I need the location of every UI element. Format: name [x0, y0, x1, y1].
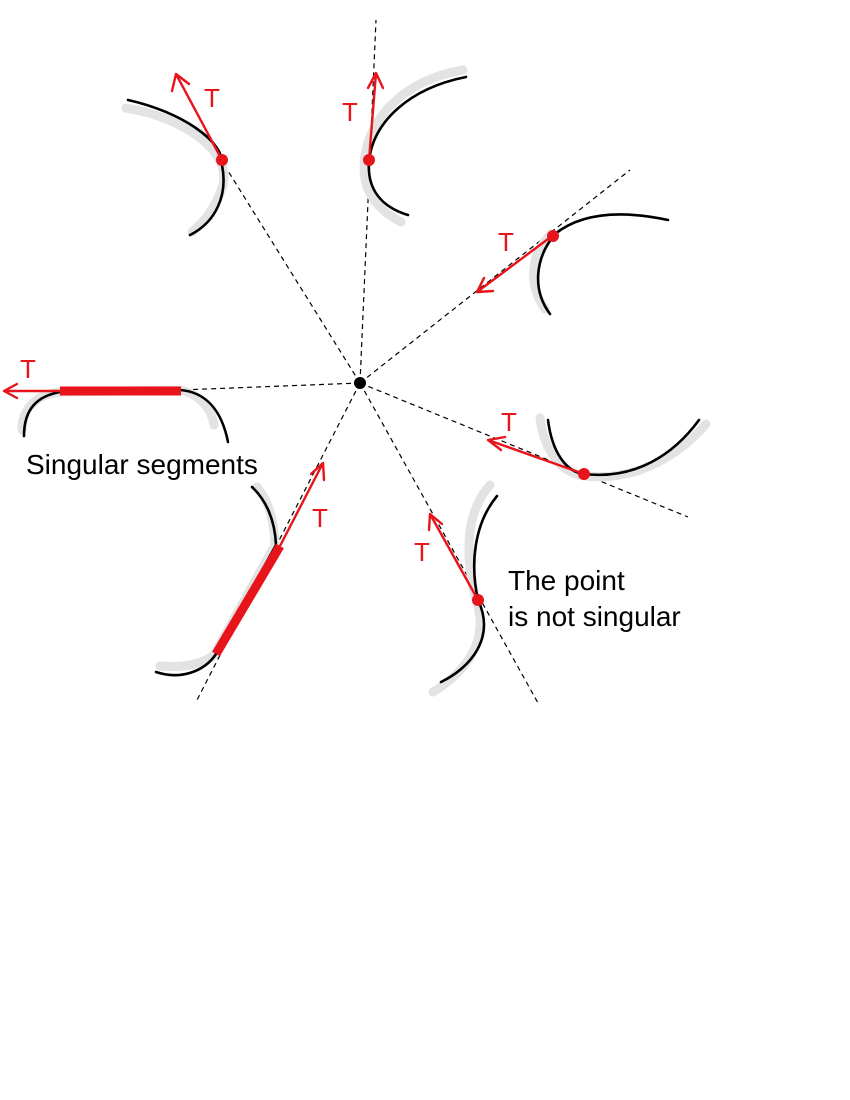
- tangency-point-lower-right: [578, 468, 590, 480]
- tangent-arrow-bottom: [427, 512, 480, 601]
- singular-segments-label: Singular segments: [26, 449, 258, 480]
- tangent-arrow-upper-right: [475, 235, 553, 294]
- ray-lower-right: [359, 382, 689, 518]
- tangent-label-lower-right: T: [501, 407, 517, 437]
- shade-bottom: [428, 480, 495, 697]
- tangency-point-top-left: [216, 154, 228, 166]
- tangent-vectors: [2, 71, 585, 601]
- tangency-point-upper-right: [547, 230, 559, 242]
- tangent-label-top: T: [342, 97, 358, 127]
- ray-top: [359, 19, 377, 384]
- ray-bottom: [359, 382, 539, 704]
- tangent-label-top-left: T: [204, 83, 220, 113]
- curve-top: [367, 75, 468, 217]
- tangent-label-left: T: [20, 354, 36, 384]
- singular-segment-bottom-left: [212, 543, 284, 657]
- singular-segments: [60, 386, 284, 657]
- curve-lower-right: [546, 418, 701, 477]
- ray-top-left: [214, 149, 361, 384]
- tangency-point-bottom: [472, 594, 484, 606]
- ray-upper-right: [359, 169, 631, 384]
- curve-upper-right: [536, 213, 670, 316]
- shade-lower-right: [535, 413, 711, 482]
- tangent-arrow-bottom-left: [278, 461, 326, 547]
- tangent-arrow-left: [2, 382, 60, 400]
- not-singular-label-line2: is not singular: [508, 601, 681, 632]
- tangency-points: [216, 154, 590, 606]
- shade-left: [17, 385, 219, 435]
- tangent-arrow-lower-right: [486, 435, 585, 476]
- tangent-label-upper-right: T: [498, 227, 514, 257]
- tangency-point-top: [363, 154, 375, 166]
- tangent-label-bottom-left: T: [312, 503, 328, 533]
- tangent-labels: T T T T T T T: [20, 83, 517, 567]
- shade-top-left: [121, 103, 229, 237]
- tangent-arrow-top: [366, 71, 385, 161]
- ray-left: [179, 382, 361, 391]
- tangent-arrow-top-left: [170, 72, 224, 161]
- center-point: [354, 377, 366, 389]
- tangent-label-bottom: T: [414, 537, 430, 567]
- not-singular-label-line1: The point: [508, 565, 625, 596]
